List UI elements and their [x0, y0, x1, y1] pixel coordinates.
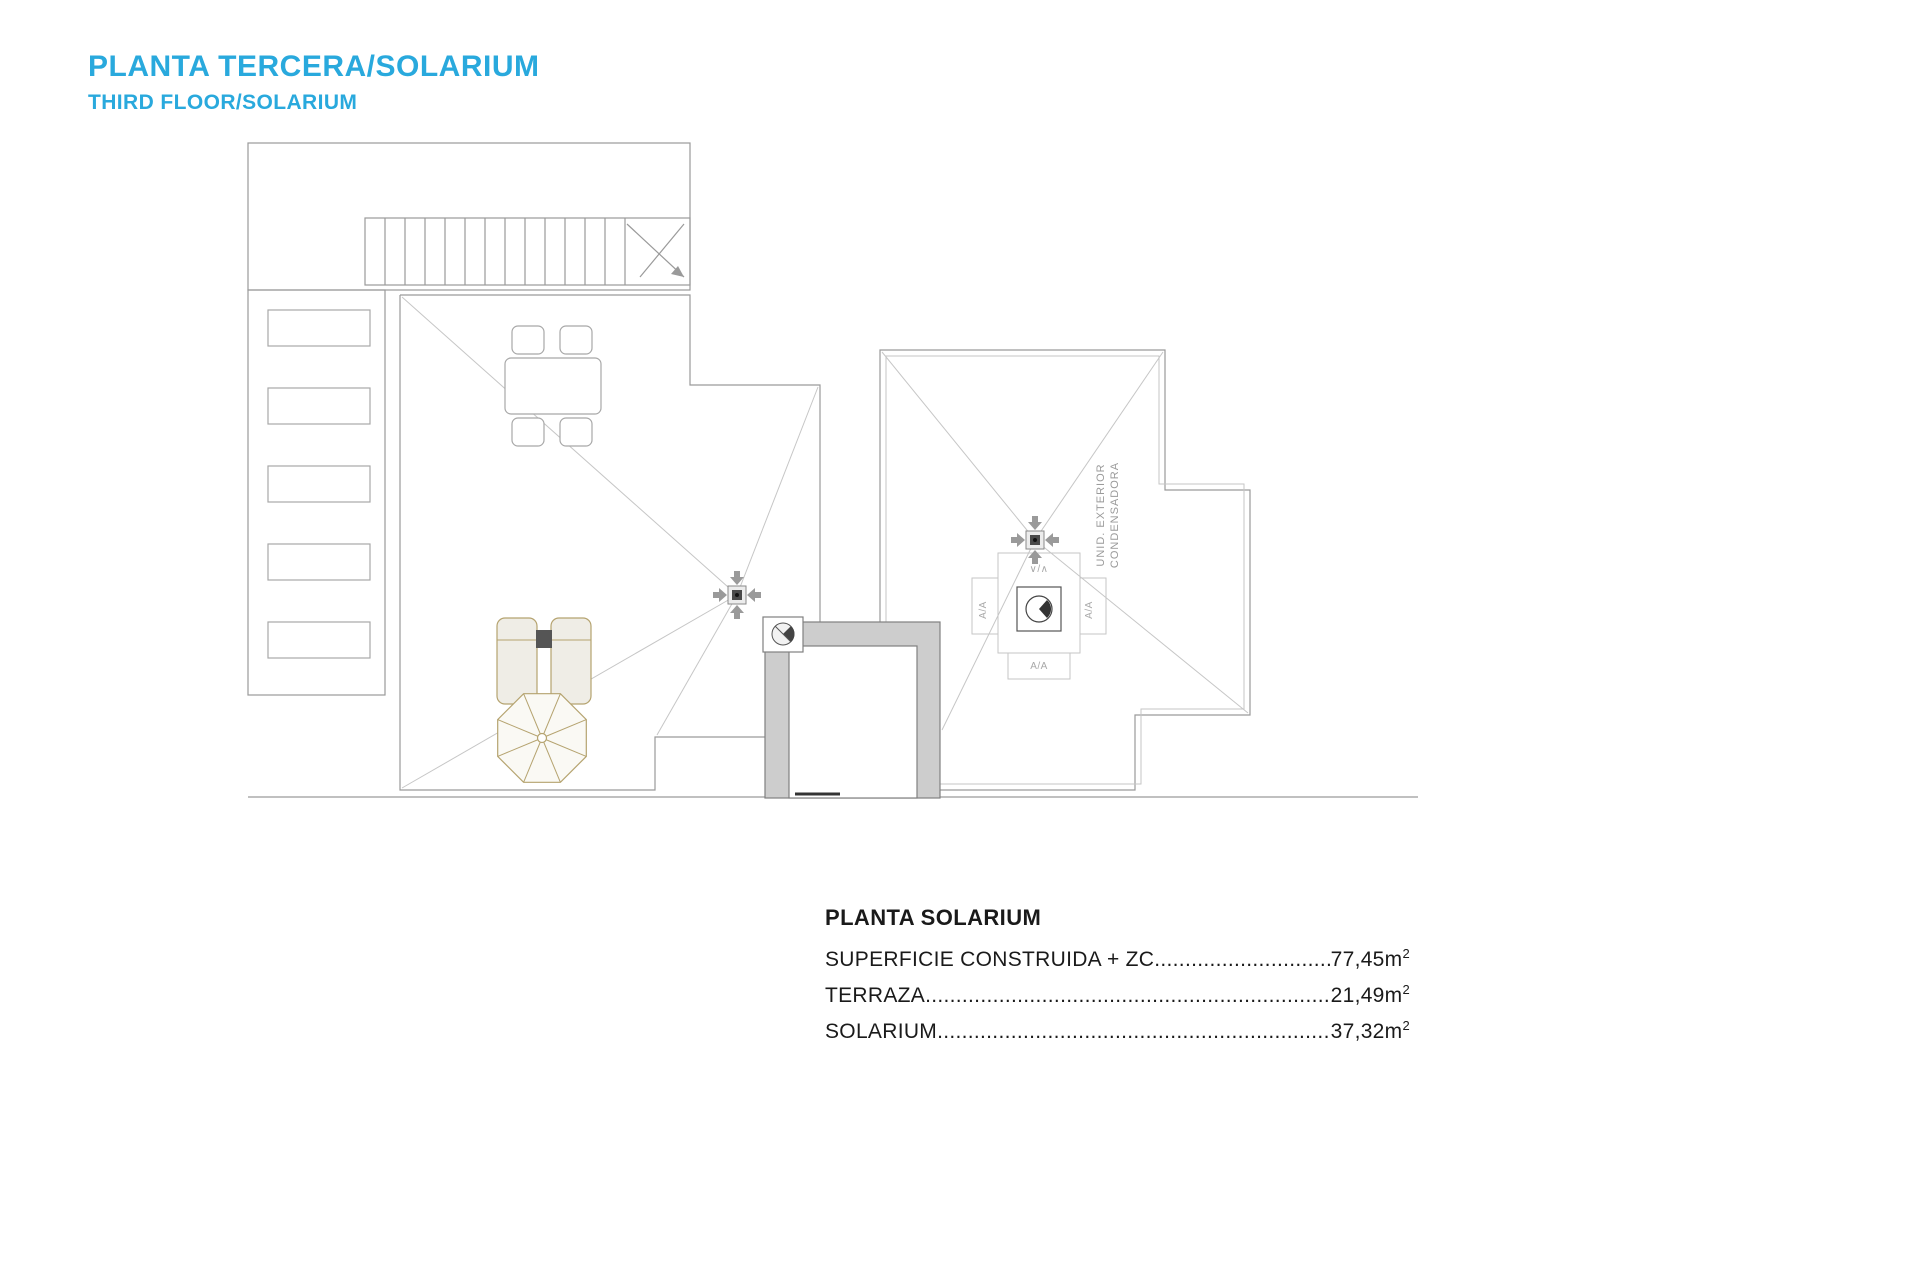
legend-row-solarium: SOLARIUM ...............................…	[825, 1011, 1410, 1047]
legend-value: 37,32m2	[1330, 1018, 1410, 1043]
legend-label: SUPERFICIE CONSTRUIDA + ZC	[825, 948, 1155, 971]
chair	[511, 417, 545, 447]
stairs	[364, 217, 691, 286]
parasol	[497, 693, 587, 783]
title-block: PLANTA TERCERA/SOLARIUM THIRD FLOOR/SOLA…	[88, 50, 539, 115]
terrace-outline	[399, 294, 821, 791]
legend-heading: PLANTA SOLARIUM	[825, 905, 1042, 930]
aa-top-label: ∨/∧	[1030, 564, 1049, 575]
condenser-label-line2: CONDENSADORA	[1109, 462, 1121, 568]
right-roof-outline	[879, 349, 1251, 791]
chair	[511, 325, 545, 355]
legend-value: 21,49m2	[1330, 982, 1410, 1007]
legend-leader: ........................................…	[1154, 948, 1331, 971]
side-table	[536, 630, 552, 648]
right-roof-slope-lines	[881, 351, 1249, 731]
ac-condenser-unit: ∨/∧ A/A A/A A/A UNID. EXTERIOR CONDENSAD…	[971, 462, 1121, 680]
terrace-slope-lines	[401, 296, 819, 789]
legend-label: SOLARIUM	[825, 1020, 938, 1043]
stairs-direction-arrow	[626, 223, 685, 278]
louver-panel	[267, 621, 371, 659]
aa-left-label: A/A	[978, 601, 989, 619]
terrace-drain-icon	[712, 570, 762, 620]
louver-panel	[267, 543, 371, 581]
aa-right-label: A/A	[1084, 601, 1095, 619]
roof-drain-icon	[1010, 515, 1060, 565]
dining-table	[504, 357, 602, 415]
chair	[559, 417, 593, 447]
dining-table-set	[504, 325, 602, 447]
legend: PLANTA SOLARIUM SUPERFICIE CONSTRUIDA + …	[825, 905, 1410, 1047]
legend-row-superficie: SUPERFICIE CONSTRUIDA + ZC .............…	[825, 939, 1410, 975]
legend-row-terraza: TERRAZA ................................…	[825, 975, 1410, 1011]
page-subtitle: THIRD FLOOR/SOLARIUM	[88, 90, 358, 114]
sun-loungers	[496, 617, 592, 705]
condenser-label-line1: UNID. EXTERIOR	[1095, 463, 1107, 566]
legend-leader: ........................................…	[925, 984, 1331, 1007]
left-wing	[247, 289, 386, 696]
louver-panel	[267, 387, 371, 425]
sun-lounger	[550, 617, 592, 705]
aa-bottom-label: A/A	[1030, 661, 1048, 672]
legend-leader: ........................................…	[937, 1020, 1331, 1043]
page-title: PLANTA TERCERA/SOLARIUM	[88, 50, 540, 83]
elevator-shaft	[762, 616, 941, 799]
sun-lounger	[496, 617, 538, 705]
louver-panel	[267, 309, 371, 347]
chair	[559, 325, 593, 355]
upper-block-outline	[247, 142, 691, 291]
legend-label: TERRAZA	[825, 984, 926, 1007]
louver-panel	[267, 465, 371, 503]
legend-value: 77,45m2	[1330, 946, 1410, 971]
